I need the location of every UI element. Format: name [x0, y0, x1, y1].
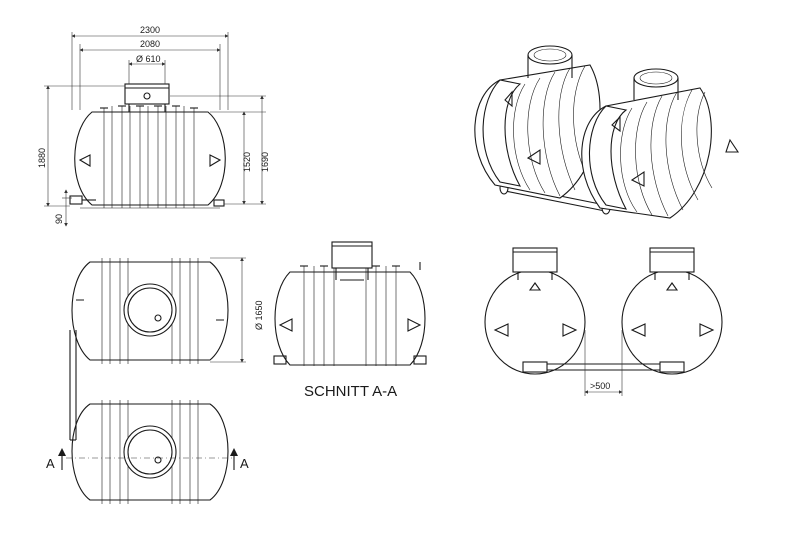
spacing-dimension: >500	[584, 330, 623, 396]
dim-1520: 1520	[242, 152, 252, 172]
isometric-view	[474, 45, 740, 219]
section-view	[273, 241, 427, 366]
section-arrow-left-label: A	[46, 456, 55, 471]
section-arrow-right-label: A	[240, 456, 249, 471]
top-view-upper	[71, 258, 229, 364]
dim-1880: 1880	[37, 148, 47, 168]
dim-2300: 2300	[140, 25, 160, 35]
dim-610: Ø 610	[136, 54, 161, 64]
dim-1690: 1690	[260, 152, 270, 172]
section-title: SCHNITT A-A	[304, 383, 397, 400]
front-view	[69, 83, 226, 209]
double-tank-view	[484, 247, 723, 375]
dim-90: 90	[54, 214, 64, 224]
dim-spacing: >500	[590, 381, 610, 391]
top-view-lower	[69, 330, 229, 504]
front-dimensions: 2300 2080 Ø 610 1880 90 1520 1690	[37, 25, 270, 227]
section-line: A A	[46, 448, 249, 471]
top-dimensions: Ø 1650	[210, 257, 264, 363]
dim-1650: Ø 1650	[254, 300, 264, 330]
dim-2080: 2080	[140, 39, 160, 49]
